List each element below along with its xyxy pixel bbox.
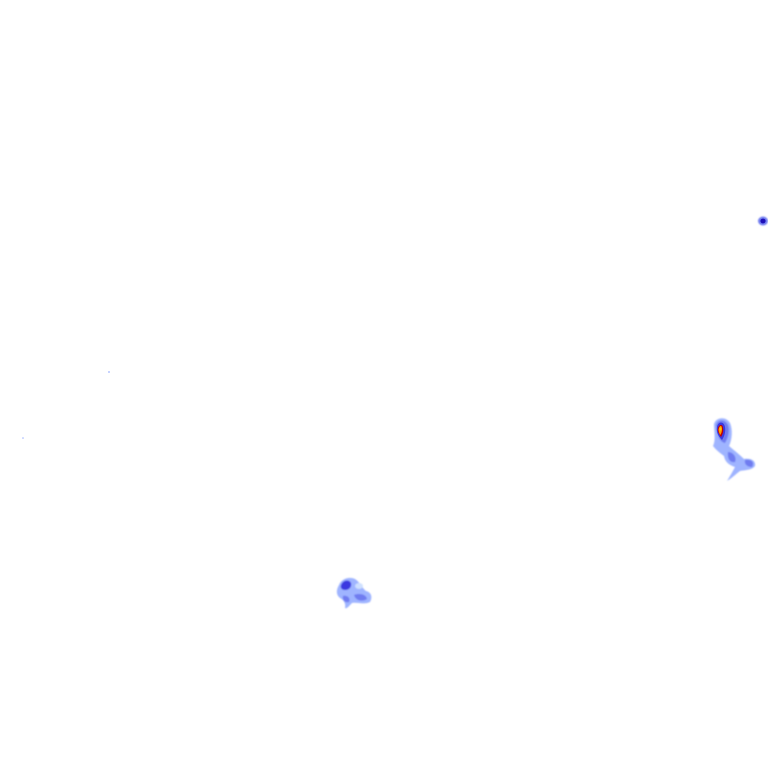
echo-speck-west-1 — [108, 371, 110, 373]
echo-east-cluster-core — [716, 422, 726, 440]
echo-south-central — [336, 577, 372, 609]
echo-northeast-edge — [758, 216, 768, 226]
echo-speck-west-2 — [22, 437, 24, 439]
